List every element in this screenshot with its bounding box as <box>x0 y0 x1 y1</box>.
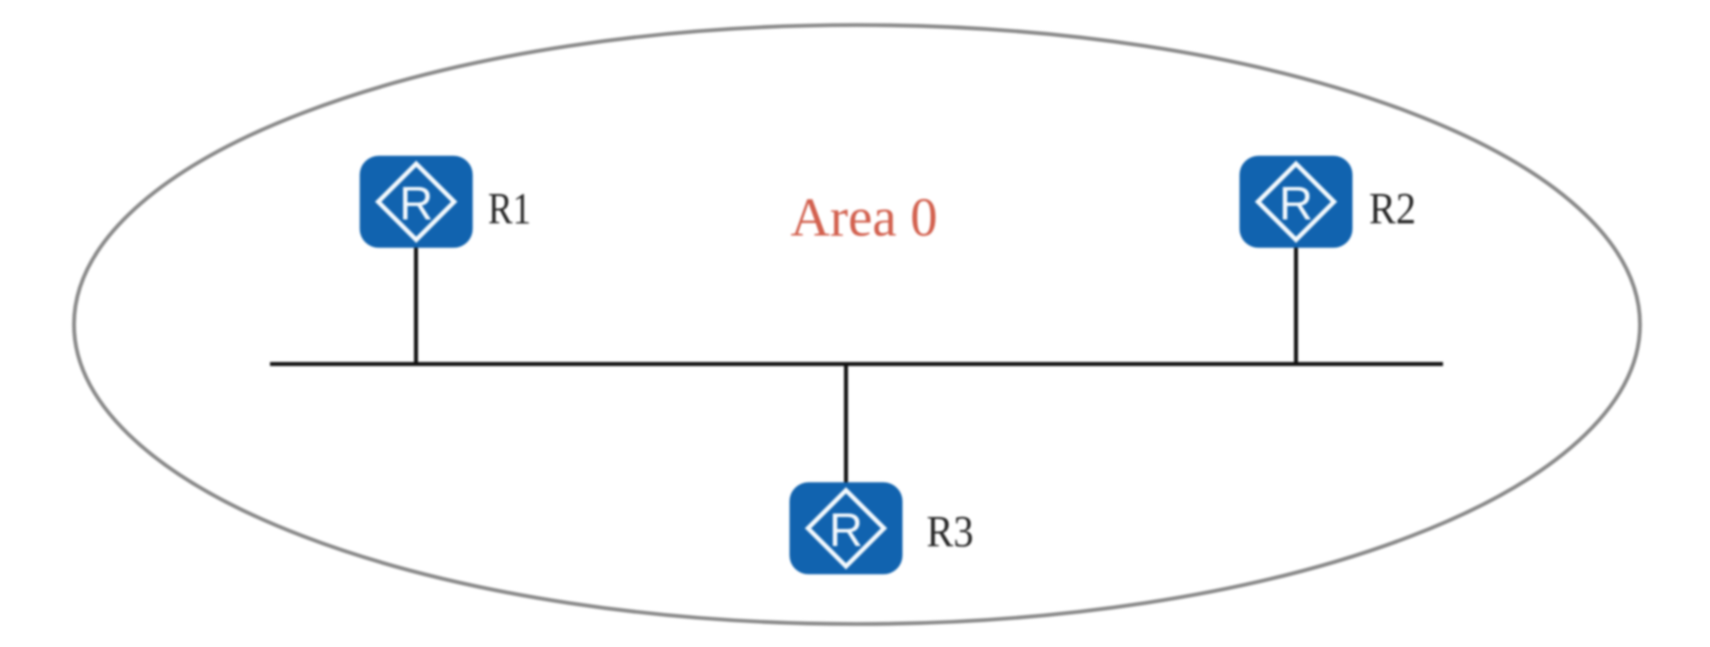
svg-text:R2: R2 <box>1369 184 1416 233</box>
svg-text:R3: R3 <box>927 507 974 556</box>
svg-text:Area 0: Area 0 <box>791 187 938 248</box>
svg-text:R1: R1 <box>488 184 531 233</box>
